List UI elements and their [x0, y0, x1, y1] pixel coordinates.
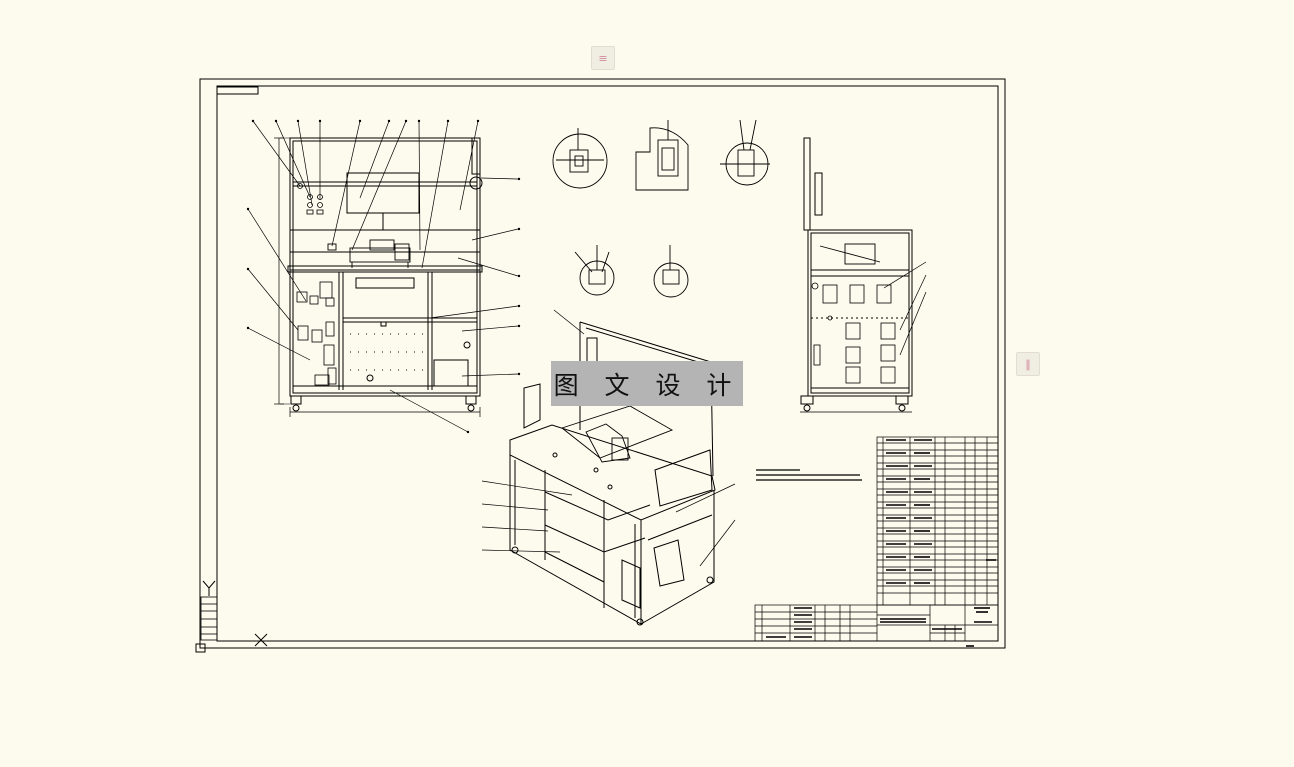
right-tab-icon: ∥	[1025, 357, 1031, 371]
right-tab[interactable]: ∥	[1016, 352, 1040, 376]
sheet-outer-border	[199, 78, 1006, 649]
sheet-code-box	[216, 86, 259, 95]
isometric-leaders	[481, 309, 736, 567]
detail-views	[552, 119, 770, 298]
parts-list-table	[876, 436, 999, 606]
front-view	[274, 137, 483, 417]
front-view-balloons	[246, 119, 521, 434]
watermark-banner: 图 文 设 计	[551, 361, 743, 406]
title-block-text	[766, 607, 992, 647]
front-view-leaders	[247, 120, 519, 433]
ucs-icon	[195, 580, 268, 653]
revision-strip	[200, 596, 218, 641]
title-block	[754, 604, 999, 642]
side-view-leaders	[883, 261, 927, 356]
sheet-inner-border	[216, 85, 999, 642]
top-tab-icon: ≡	[598, 51, 608, 65]
parts-list-text	[886, 439, 996, 584]
technical-notes	[756, 469, 862, 481]
side-view	[800, 137, 913, 413]
top-tab[interactable]: ≡	[591, 46, 615, 70]
